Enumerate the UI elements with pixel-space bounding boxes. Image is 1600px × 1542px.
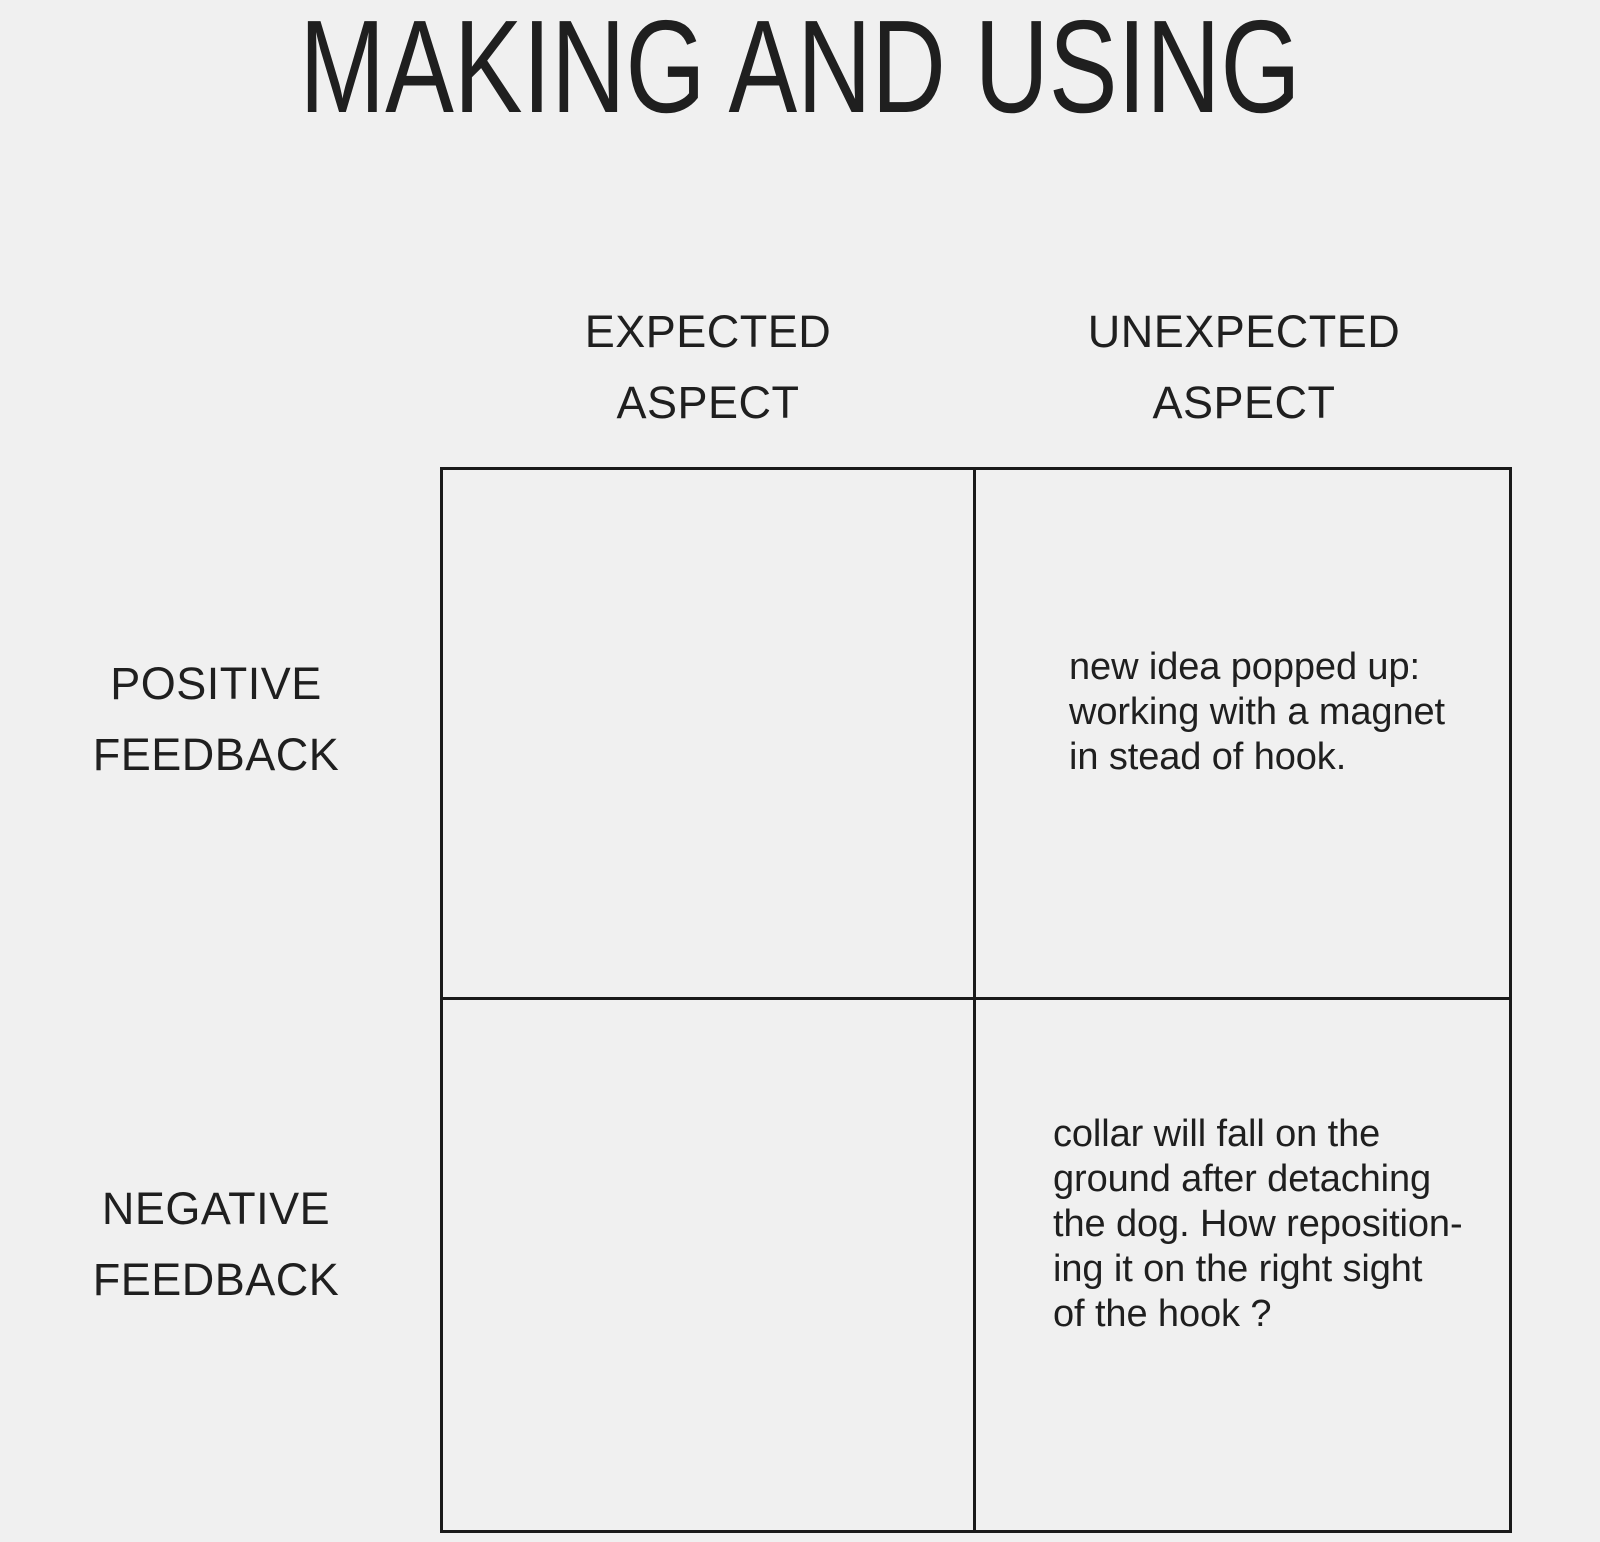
row-header-positive-feedback: POSITIVE FEEDBACK bbox=[26, 648, 406, 790]
row-header-positive-line1: POSITIVE bbox=[110, 658, 322, 709]
cell-text-negative-unexpected: collar will fall on the ground after det… bbox=[1053, 1113, 1463, 1335]
column-header-expected-line2: ASPECT bbox=[616, 377, 800, 428]
cell-negative-unexpected[interactable]: collar will fall on the ground after det… bbox=[976, 1000, 1509, 1530]
cell-text-positive-unexpected: new idea popped up: working with a magne… bbox=[1069, 646, 1445, 778]
row-header-positive-line2: FEEDBACK bbox=[92, 729, 340, 780]
page-title: MAKING AND USING bbox=[299, 0, 1301, 140]
row-header-negative-line1: NEGATIVE bbox=[101, 1183, 331, 1234]
row-header-negative-feedback: NEGATIVE FEEDBACK bbox=[26, 1173, 406, 1315]
cell-positive-expected[interactable] bbox=[443, 470, 976, 1000]
cell-positive-unexpected[interactable]: new idea popped up: working with a magne… bbox=[976, 470, 1509, 1000]
feedback-matrix: new idea popped up: working with a magne… bbox=[440, 467, 1512, 1533]
column-header-unexpected-aspect: UNEXPECTED ASPECT bbox=[976, 296, 1512, 438]
row-header-negative-line2: FEEDBACK bbox=[92, 1254, 340, 1305]
column-header-expected-line1: EXPECTED bbox=[584, 306, 832, 357]
cell-negative-expected[interactable] bbox=[443, 1000, 976, 1530]
column-header-expected-aspect: EXPECTED ASPECT bbox=[440, 296, 976, 438]
column-header-unexpected-line1: UNEXPECTED bbox=[1087, 306, 1401, 357]
column-header-unexpected-line2: ASPECT bbox=[1152, 377, 1336, 428]
